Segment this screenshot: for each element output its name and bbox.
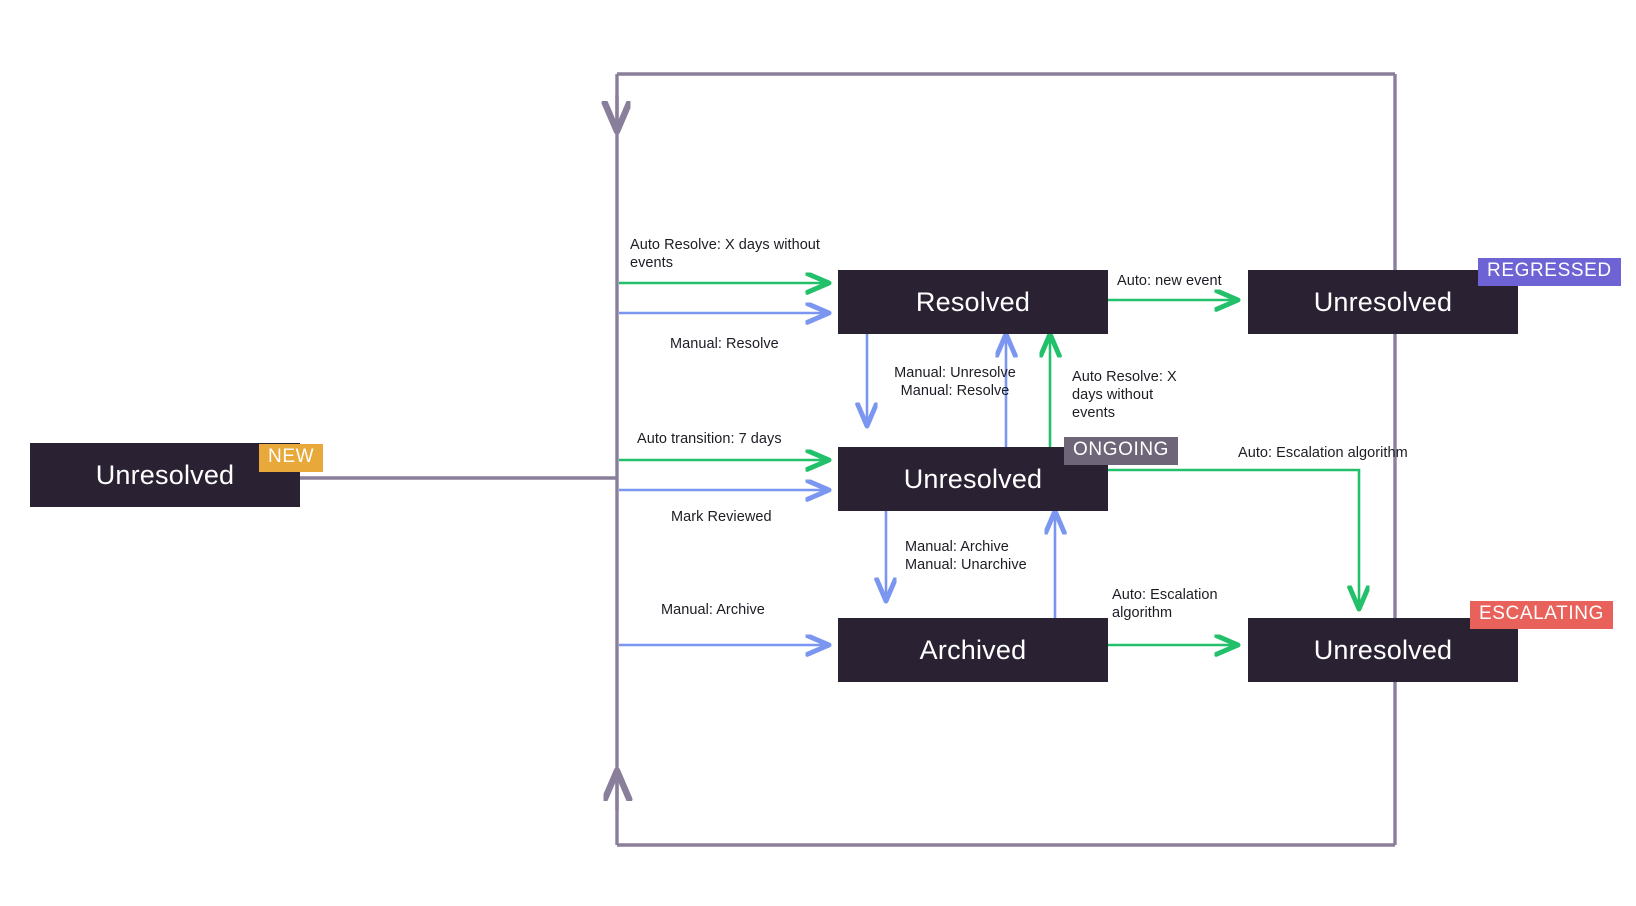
edge-label-ongoing-archived-manual: Manual: Archive Manual: Unarchive [905, 539, 1027, 574]
edge-label-new-to-ongoing-manual: Mark Reviewed [671, 509, 772, 525]
state-box-resolved[interactable]: Resolved [838, 270, 1108, 334]
status-badge-text: ESCALATING [1479, 603, 1604, 624]
edge-label-new-to-archived-manual: Manual: Archive [661, 602, 765, 618]
edge-label-ongoing-to-escalating: Auto: Escalation algorithm [1238, 445, 1408, 461]
status-badge-escalating: ESCALATING [1470, 601, 1613, 629]
status-badge-regressed: REGRESSED [1478, 258, 1621, 286]
state-label: Unresolved [1313, 286, 1453, 317]
status-badge-text: NEW [268, 446, 315, 467]
state-label: Resolved [915, 286, 1031, 317]
state-box-new[interactable]: Unresolved [30, 443, 300, 507]
edge-label-new-to-resolved-manual: Manual: Resolve [670, 336, 779, 352]
state-label: Archived [919, 634, 1027, 665]
edge-label-new-to-ongoing-auto: Auto transition: 7 days [637, 431, 782, 447]
state-label: Unresolved [95, 459, 235, 490]
status-badge-ongoing: ONGOING [1064, 437, 1179, 465]
state-box-archived[interactable]: Archived [838, 618, 1108, 682]
edge-label-new-to-resolved-auto: Auto Resolve: X days without events [630, 237, 820, 272]
state-label: Unresolved [1313, 634, 1453, 665]
status-badge-text: ONGOING [1073, 439, 1170, 460]
edge-label-resolved-ongoing-manual: Manual: Unresolve Manual: Resolve [894, 365, 1016, 400]
edge-label-resolved-to-regressed: Auto: new event [1117, 273, 1222, 289]
edge-label-archived-to-escalating: Auto: Escalation algorithm [1112, 587, 1218, 622]
state-box-ongoing[interactable]: Unresolved [838, 447, 1108, 511]
edge-label-ongoing-to-resolved-auto: Auto Resolve: X days without events [1072, 369, 1177, 422]
status-badge-text: REGRESSED [1487, 260, 1612, 281]
status-badge-new: NEW [259, 444, 324, 472]
state-label: Unresolved [903, 463, 1043, 494]
state-box-regressed[interactable]: Unresolved [1248, 270, 1518, 334]
